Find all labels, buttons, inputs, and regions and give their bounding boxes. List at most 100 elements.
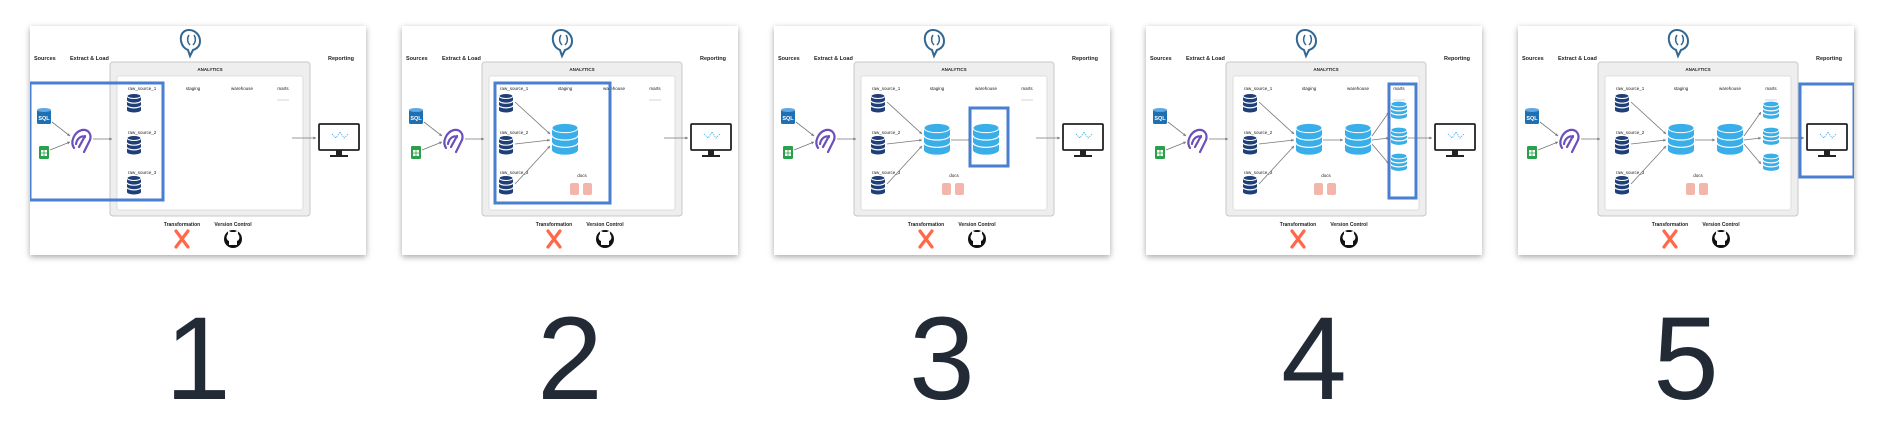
arrow-raw1-to-staging [1630,101,1667,135]
sql-label: SQL [782,116,794,122]
google-sheets-icon [1527,146,1537,159]
arrow-sql-to-airbyte [1539,121,1559,137]
docs-page-icon [1314,183,1323,195]
docs-label: docs [577,173,587,178]
marts-label: marts [1021,86,1033,91]
staging-label: staging [1302,86,1317,91]
mart-1-db-icon [1390,100,1408,119]
reporting-label: Reporting [328,56,354,62]
arrow-sheets-to-airbyte [793,141,815,151]
docs-page-icon [1327,183,1336,195]
raw-source-3-label: raw_source_3 [1616,170,1645,175]
arrow-raw2-to-staging [1258,138,1295,145]
warehouse-db-icon [972,122,1000,155]
analytics-label: ANALYTICS [941,67,966,72]
sources-label: Sources [1150,56,1172,62]
mart-2-db-icon [1390,126,1408,145]
arrow-to-reporting [292,136,316,140]
airbyte-icon [443,128,464,154]
analytics-label: ANALYTICS [1313,67,1338,72]
mart-3-db-icon [1762,152,1780,171]
staging-label: staging [186,86,201,91]
raw-source-2-label: raw_source_2 [128,130,157,135]
postgres-elephant-icon [179,28,202,59]
version-control-label: Version Control [1330,222,1368,228]
raw-source-2-db-icon [1614,134,1630,155]
mart-3-db-icon [1390,152,1408,171]
extract-load-label: Extract & Load [442,56,481,62]
warehouse-label: warehouse [603,86,626,91]
transformation-label: Transformation [536,222,572,228]
arrow-sheets-to-airbyte [1537,141,1559,151]
highlight-frame-extract_load [30,81,165,202]
raw-source-1-db-icon [498,92,514,113]
version-control-label: Version Control [1702,222,1740,228]
step-number: 5 [1653,293,1719,425]
arrow-staging-to-warehouse [1323,138,1343,142]
raw-source-3-db-icon [870,174,886,195]
arrow-staging-to-warehouse [1695,138,1715,142]
google-sheets-icon [411,146,421,159]
dbt-icon [174,229,190,249]
warehouse-label: warehouse [231,86,254,91]
dbt-icon [1662,229,1678,249]
arrow-airbyte-to-analytics [465,137,484,141]
arrow-airbyte-to-analytics [93,137,112,141]
raw-source-3-db-icon [498,174,514,195]
sql-label: SQL [1526,116,1538,122]
arrow-warehouse-to-mart-3 [1743,143,1762,165]
staging-label: staging [930,86,945,91]
postgres-elephant-icon [923,28,946,59]
highlight-frame-warehouse [968,106,1010,168]
analytics-inner-box [1604,75,1792,211]
raw-source-1-db-icon [1614,92,1630,113]
monitor-icon [1806,123,1848,157]
arrow-sheets-to-airbyte [421,141,443,151]
raw-source-1-db-icon [870,92,886,113]
airbyte-icon [71,128,92,154]
analytics-inner-box [488,75,676,211]
marts-label: marts [1765,86,1777,91]
reporting-label: Reporting [1444,56,1470,62]
version-control-label: Version Control [214,222,252,228]
docs-label: docs [1693,173,1703,178]
monitor-icon [690,123,732,157]
warehouse-db-icon [1716,122,1744,155]
dbt-icon [546,229,562,249]
raw-source-1-db-icon [1242,92,1258,113]
arrow-airbyte-to-analytics [1209,137,1228,141]
sql-database-icon: SQL [409,108,423,124]
analytics-inner-box [1232,75,1420,211]
staging-label: staging [558,86,573,91]
sources-label: Sources [34,56,56,62]
sql-database-icon: SQL [37,108,51,124]
raw-source-2-label: raw_source_2 [1616,130,1645,135]
mart-2-db-icon [1762,126,1780,145]
step-number: 4 [1281,293,1347,425]
arrow-sheets-to-airbyte [1165,141,1187,151]
arrow-sheets-to-airbyte [49,141,71,151]
mart-1-db-icon [1762,100,1780,119]
arrow-raw2-to-staging [886,138,923,145]
staging-db-icon [551,122,579,155]
raw-source-2-db-icon [1242,134,1258,155]
docs-page-icon [955,183,964,195]
step-number: 2 [537,293,603,425]
analytics-label: ANALYTICS [569,67,594,72]
sql-database-icon: SQL [1525,108,1539,124]
raw-source-3-db-icon [1242,174,1258,195]
raw-source-1-label: raw_source_1 [500,86,529,91]
transformation-label: Transformation [1280,222,1316,228]
version-control-label: Version Control [958,222,996,228]
docs-label: docs [949,173,959,178]
airbyte-icon [1187,128,1208,154]
raw-source-3-label: raw_source_3 [500,170,529,175]
github-icon [224,230,242,248]
arrow-raw3-to-staging [1258,145,1295,185]
arrow-sql-to-airbyte [795,121,815,137]
